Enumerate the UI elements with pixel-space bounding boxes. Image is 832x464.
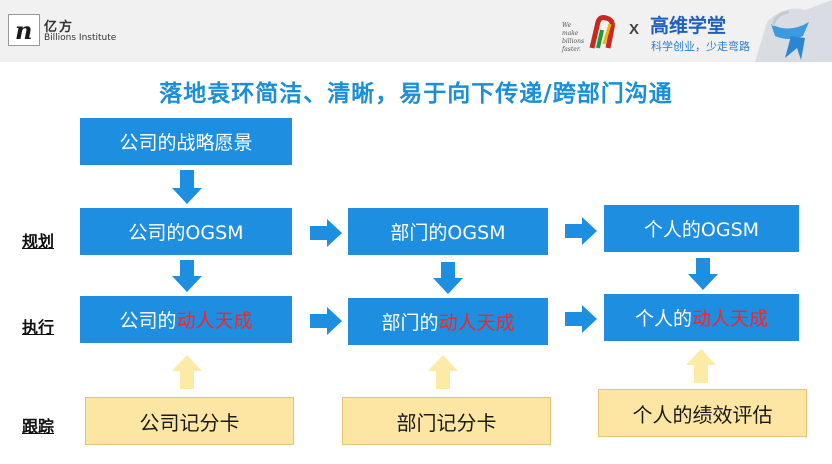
row-label-execute: 执行 — [22, 318, 55, 337]
right-arrow-icon — [310, 307, 342, 335]
company-ogsm-label: 公司的OGSM — [128, 222, 244, 244]
partner-n-logo-icon — [589, 15, 615, 49]
partner-slogan-line: billions — [562, 38, 585, 45]
dept-ogsm-label: 部门的OGSM — [390, 222, 506, 244]
brand-name: 高维学堂 — [650, 15, 727, 37]
vision-label: 公司的战略愿景 — [119, 132, 253, 154]
logo-glyph: n — [15, 16, 33, 45]
partner-slogan: We make billions faster. — [562, 22, 584, 54]
partner-slogan-line: make — [562, 30, 579, 37]
vision-box: 公司的战略愿景 — [80, 118, 292, 165]
dept-exec-highlight: 动人天成 — [438, 312, 515, 334]
dept-exec-box: 部门的动人天成 — [348, 298, 548, 345]
person-ogsm-label: 个人的OGSM — [643, 219, 760, 241]
right-arrow-icon — [565, 305, 597, 333]
down-arrow-icon — [688, 258, 718, 290]
dept-track-box: 部门记分卡 — [342, 397, 551, 445]
partner-slogan-line: faster. — [562, 46, 581, 53]
company-exec-box: 公司的动人天成 — [80, 296, 292, 343]
person-exec-box: 个人的动人天成 — [604, 294, 799, 341]
down-arrow-icon — [172, 170, 202, 204]
brand-slogan: 科学创业，少走弯路 — [651, 40, 750, 53]
dept-ogsm-box: 部门的OGSM — [348, 208, 548, 255]
down-arrow-icon — [433, 262, 463, 294]
up-arrow-icon — [428, 355, 458, 389]
dept-track-label: 部门记分卡 — [396, 410, 497, 435]
logo-en-text: Billions Institute — [44, 33, 117, 43]
right-arrow-icon — [310, 219, 342, 247]
header-bar: n 亿方 Billions Institute We make billions… — [0, 0, 832, 62]
right-arrow-icon — [565, 217, 597, 245]
logo-cn-text: 亿方 — [44, 20, 75, 35]
company-ogsm-box: 公司的OGSM — [80, 208, 292, 255]
company-exec-prefix: 公司的 — [119, 310, 177, 332]
person-exec-highlight: 动人天成 — [692, 308, 769, 330]
company-track-box: 公司记分卡 — [85, 397, 294, 445]
slide-title: 落地袁环简洁、清晰，易于向下传递/跨部门沟通 — [159, 81, 673, 107]
row-label-plan: 规划 — [22, 232, 55, 251]
down-arrow-icon — [172, 260, 202, 292]
up-arrow-icon — [172, 355, 202, 389]
up-arrow-icon — [686, 349, 716, 383]
scarf-mascot-icon — [755, 0, 832, 62]
person-track-label: 个人的绩效评估 — [632, 402, 773, 427]
dept-exec-prefix: 部门的 — [381, 312, 439, 334]
partner-slogan-line: We — [562, 22, 572, 29]
person-track-box: 个人的绩效评估 — [598, 389, 807, 437]
person-ogsm-box: 个人的OGSM — [604, 205, 799, 252]
person-exec-prefix: 个人的 — [634, 308, 692, 330]
company-track-label: 公司记分卡 — [139, 410, 240, 435]
row-label-track: 跟踪 — [22, 417, 55, 436]
billions-logo-icon: n — [8, 14, 40, 46]
collab-x-mark: X — [629, 21, 640, 38]
company-exec-highlight: 动人天成 — [176, 310, 253, 332]
